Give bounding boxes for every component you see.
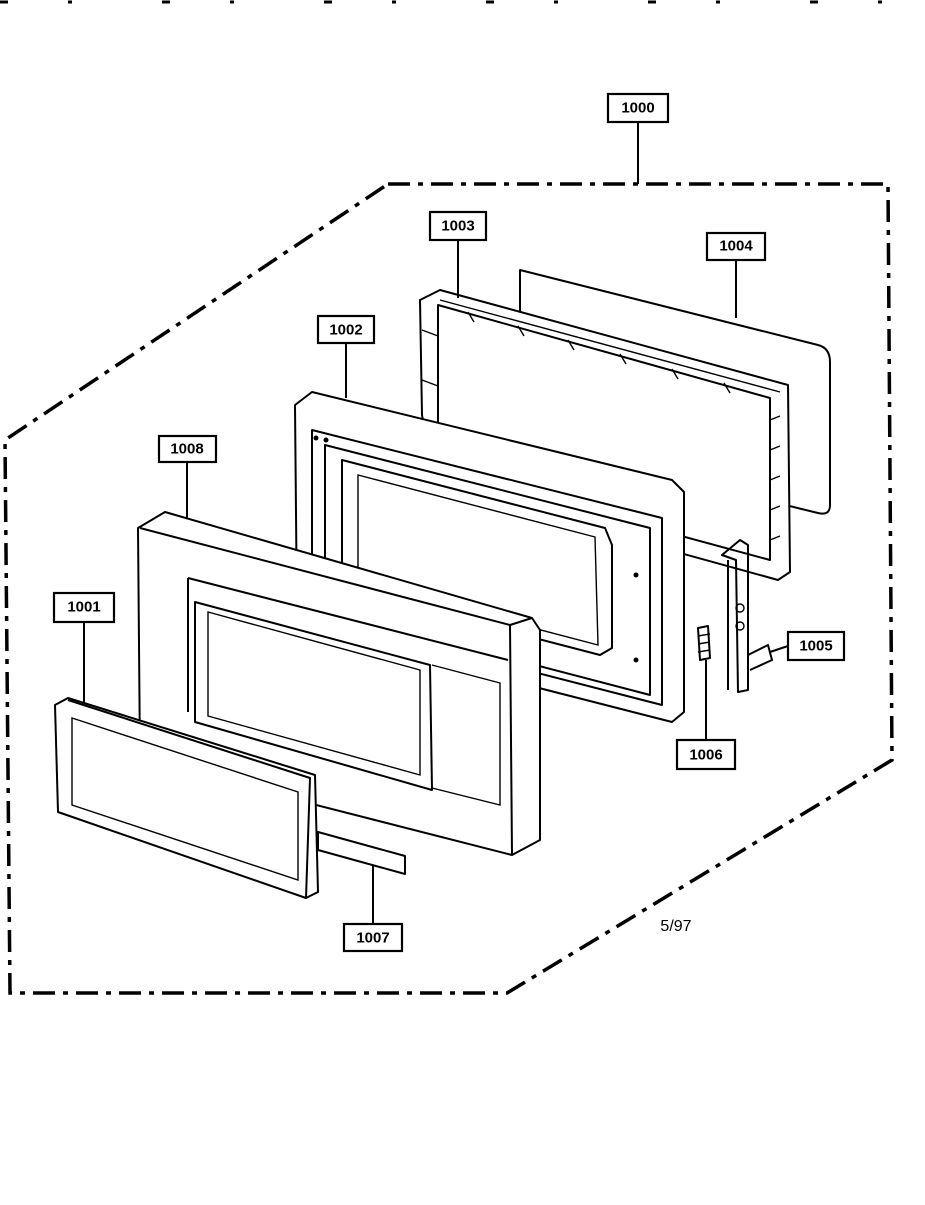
part-1006-spring (697, 625, 711, 661)
leader-lines (83, 122, 789, 924)
callout-1006: 1006 (675, 738, 737, 771)
callout-1005-text: 1005 (799, 638, 832, 655)
callout-1006-text: 1006 (689, 747, 722, 764)
part-1005-latch (721, 539, 773, 693)
part-1001-front-panel (54, 697, 319, 899)
callout-1004: 1004 (705, 231, 767, 262)
callout-1005: 1005 (786, 630, 846, 662)
callout-1000: 1000 (606, 92, 670, 124)
callout-1002-text: 1002 (329, 322, 362, 339)
callout-1003-text: 1003 (441, 218, 474, 235)
callout-1003: 1003 (428, 210, 488, 242)
callout-1008: 1008 (157, 434, 218, 464)
callout-1001: 1001 (52, 591, 116, 624)
date-code: 5/97 (660, 918, 691, 935)
callout-1001-text: 1001 (67, 599, 100, 616)
callout-1002: 1002 (316, 314, 376, 345)
part-1008-outer-door (137, 511, 541, 856)
callout-1008-text: 1008 (170, 441, 203, 458)
callout-1000-text: 1000 (621, 100, 654, 117)
callout-1007-text: 1007 (356, 930, 389, 947)
callout-1007: 1007 (342, 922, 404, 953)
callout-1004-text: 1004 (719, 238, 753, 255)
part-1007-strip (317, 831, 406, 875)
assembly-boundary (3, 182, 894, 995)
